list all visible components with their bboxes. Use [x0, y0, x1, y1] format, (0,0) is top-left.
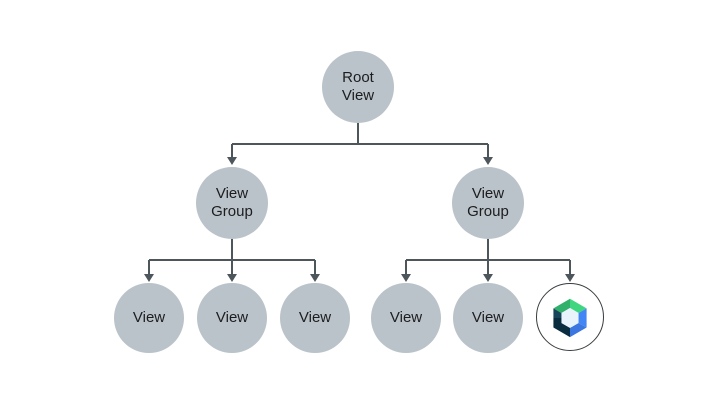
node-view-group-left: View Group: [196, 167, 268, 239]
arrowhead-icon: [401, 274, 411, 282]
node-view-3: View: [280, 283, 350, 353]
node-view-2: View: [197, 283, 267, 353]
node-view-group-right: View Group: [452, 167, 524, 239]
node-view-4: View: [371, 283, 441, 353]
node-view-5: View: [453, 283, 523, 353]
node-jetpack-compose: [536, 283, 604, 351]
arrowhead-icon: [483, 157, 493, 165]
arrowhead-icon: [565, 274, 575, 282]
arrowhead-icon: [227, 157, 237, 165]
jetpack-compose-icon: [553, 298, 587, 338]
connector-lines: [148, 123, 571, 275]
arrowhead-icon: [310, 274, 320, 282]
node-view-1: View: [114, 283, 184, 353]
node-root-view: Root View: [322, 51, 394, 123]
arrowhead-icon: [483, 274, 493, 282]
arrowhead-icon: [144, 274, 154, 282]
arrowhead-icon: [227, 274, 237, 282]
